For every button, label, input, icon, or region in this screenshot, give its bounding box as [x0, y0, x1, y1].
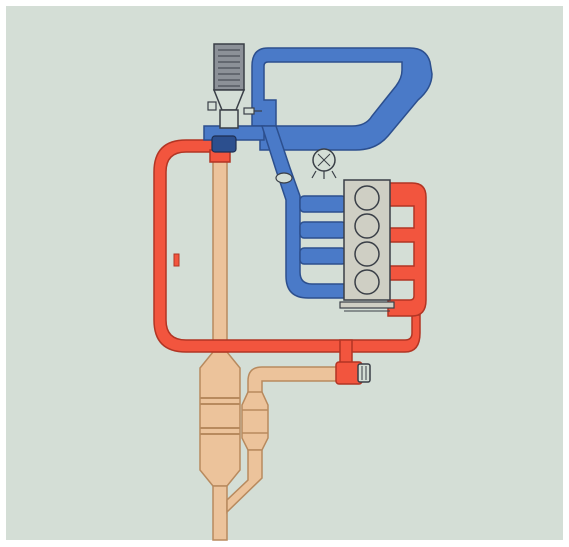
- throttle-body: [275, 172, 293, 184]
- intake-runner-3: [299, 247, 347, 265]
- cylinder-3: [354, 241, 380, 267]
- engine-block: [339, 179, 395, 312]
- catalytic-converter-secondary: [241, 391, 269, 451]
- cylinder-2: [354, 213, 380, 239]
- tan-exhaust-system: [199, 147, 341, 541]
- egr-loop: [153, 139, 421, 371]
- egr-valve: [335, 361, 371, 385]
- cylinder-1: [354, 185, 380, 211]
- bypass-pipe: [247, 366, 341, 396]
- catalytic-converter-main: [199, 351, 241, 487]
- cylinder-4: [354, 269, 380, 295]
- main-vertical-pipe: [212, 147, 228, 364]
- intake-runner-1: [299, 195, 347, 213]
- gauge-icon: [311, 148, 337, 179]
- egr-loop-pipe: [153, 139, 421, 353]
- intake-runner-2: [299, 221, 347, 239]
- diagram-background: [6, 6, 563, 540]
- tailpipe: [212, 485, 228, 541]
- exhaust-manifold: [387, 182, 427, 317]
- merge-pipe: [226, 449, 263, 514]
- intake-plenum: [251, 47, 433, 151]
- air-filter: [207, 43, 262, 153]
